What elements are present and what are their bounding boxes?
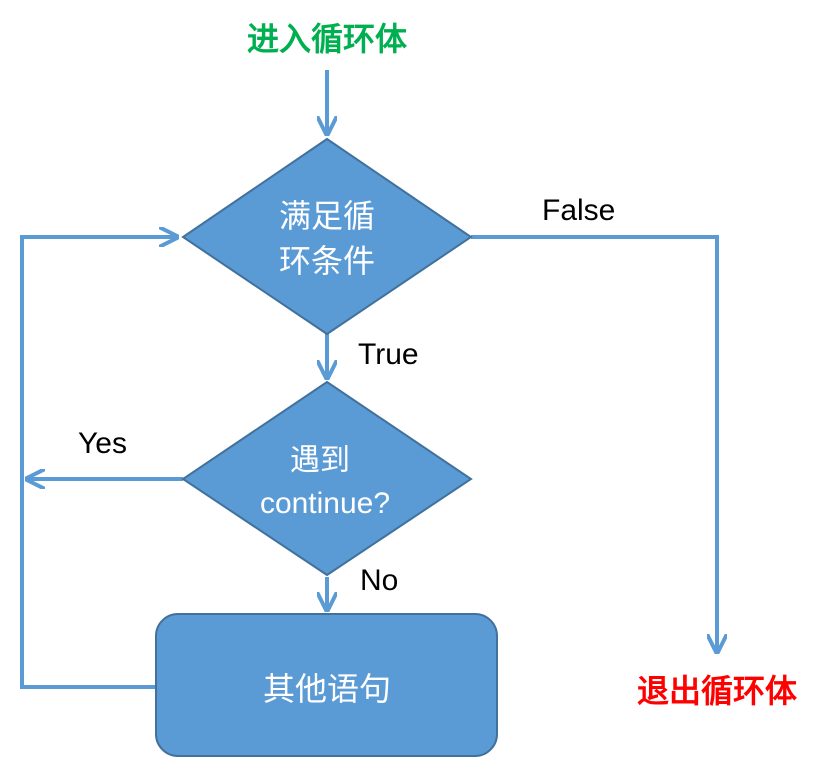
false-connector — [471, 235, 717, 652]
exit-loop-label: 退出循环体 — [637, 672, 797, 710]
condition-text-line1: 满足循 — [279, 197, 375, 235]
no-label: No — [360, 564, 398, 597]
other-statements-box — [155, 613, 498, 757]
yes-label: Yes — [78, 427, 127, 460]
other-statements-text: 其他语句 — [263, 670, 391, 708]
loop-condition-diamond — [181, 137, 473, 336]
condition-text-line2: 环条件 — [279, 242, 375, 280]
enter-loop-label: 进入循环体 — [247, 20, 407, 58]
continue-text-line2: continue? — [260, 487, 390, 520]
loop-back-connector — [20, 237, 177, 689]
continue-text-line1: 遇到 — [290, 443, 350, 478]
false-label: False — [542, 194, 615, 227]
true-label: True — [358, 338, 419, 371]
continue-check-diamond — [181, 380, 473, 577]
